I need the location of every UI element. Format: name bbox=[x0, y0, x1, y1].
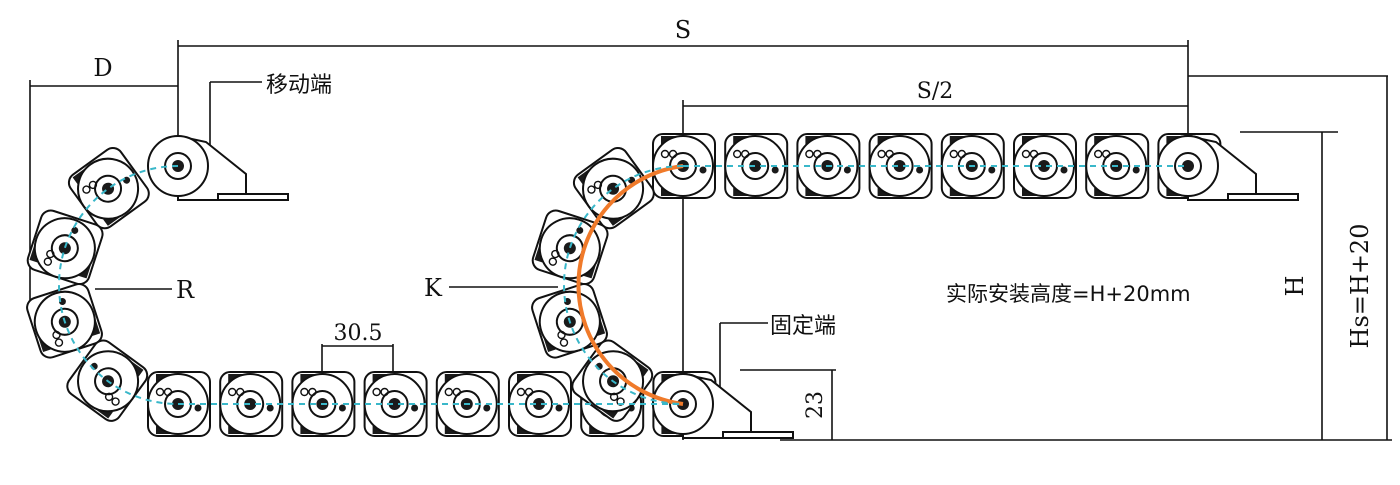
label-R: R bbox=[176, 276, 195, 304]
chain-link-top bbox=[868, 133, 933, 199]
moving-end-bracket bbox=[147, 134, 289, 201]
chain-link-top bbox=[724, 133, 789, 199]
label-S-half: S/2 bbox=[917, 79, 953, 104]
chain-links bbox=[26, 133, 1299, 439]
chain-link-top bbox=[1013, 133, 1077, 199]
chain-link-bend-right bbox=[572, 146, 655, 230]
bend-arc-K bbox=[576, 164, 684, 406]
label-K: K bbox=[424, 274, 443, 302]
label-install-height: 实际安装高度=H+20mm bbox=[946, 282, 1191, 306]
chain-link-bend-left bbox=[67, 146, 150, 230]
label-23: 23 bbox=[803, 391, 828, 419]
label-pitch: 30.5 bbox=[334, 321, 383, 346]
top-end-bracket bbox=[1157, 134, 1299, 201]
label-D: D bbox=[93, 54, 112, 82]
dimension-lines bbox=[29, 40, 1392, 441]
chain-centerline bbox=[58, 165, 1188, 405]
label-moving-end: 移动端 bbox=[266, 73, 332, 98]
fixed-end-bracket bbox=[652, 372, 794, 439]
label-H: H bbox=[1281, 276, 1309, 297]
label-Hs: Hs=H+20 bbox=[1346, 224, 1374, 349]
label-S: S bbox=[675, 16, 691, 44]
chain-link-bottom bbox=[363, 371, 428, 437]
chain-link-bend-right bbox=[531, 209, 609, 286]
label-fixed-end: 固定端 bbox=[770, 314, 836, 339]
chain-link-bottom bbox=[219, 371, 284, 437]
chain-link-bottom bbox=[508, 371, 572, 437]
labels: S S/2 D 移动端 R K 30.5 固定端 实际安装高度=H+20mm H… bbox=[93, 16, 1374, 419]
